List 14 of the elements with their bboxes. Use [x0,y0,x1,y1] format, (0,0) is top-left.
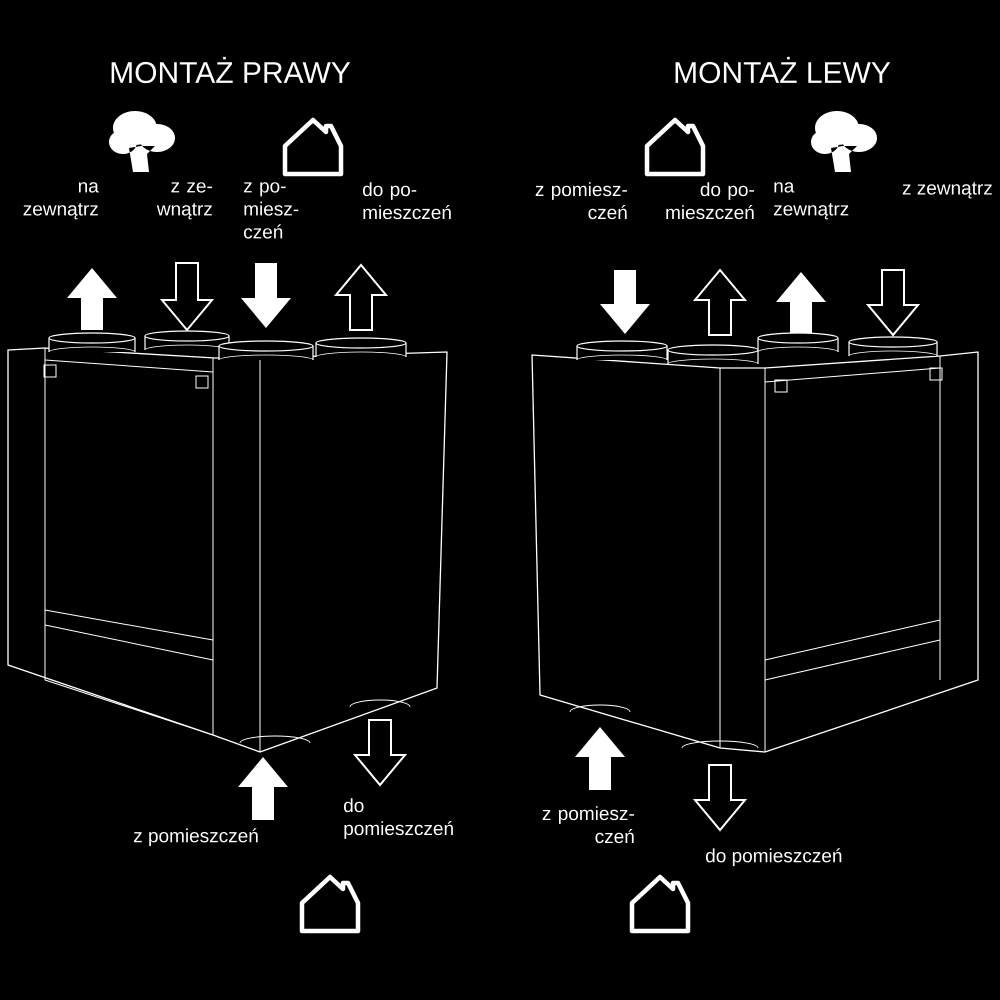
flow-label: z pomieszczeń [134,828,258,846]
flow-label: z pomiesz- czeń [536,182,627,220]
flow-label: na zewnątrz [774,182,848,220]
flow-label: z po- miesz- czeń [244,182,298,239]
flow-label: z ze- wnątrz [156,182,212,220]
flow-label: do pomieszczeń [344,798,453,839]
flow-label: z pomiesz- czeń [542,806,634,844]
flow-label: z zewnątrz [902,182,992,198]
heading: MONTAŻ PRAWY [112,56,350,84]
flow-label: do po- mieszczeń [666,182,754,220]
flow-label: do pomieszczeń [706,848,842,866]
heading: MONTAŻ LEWY [676,56,890,84]
flow-label: na zewnątrz [24,182,99,220]
flow-label: do po- mieszczeń [363,182,451,220]
